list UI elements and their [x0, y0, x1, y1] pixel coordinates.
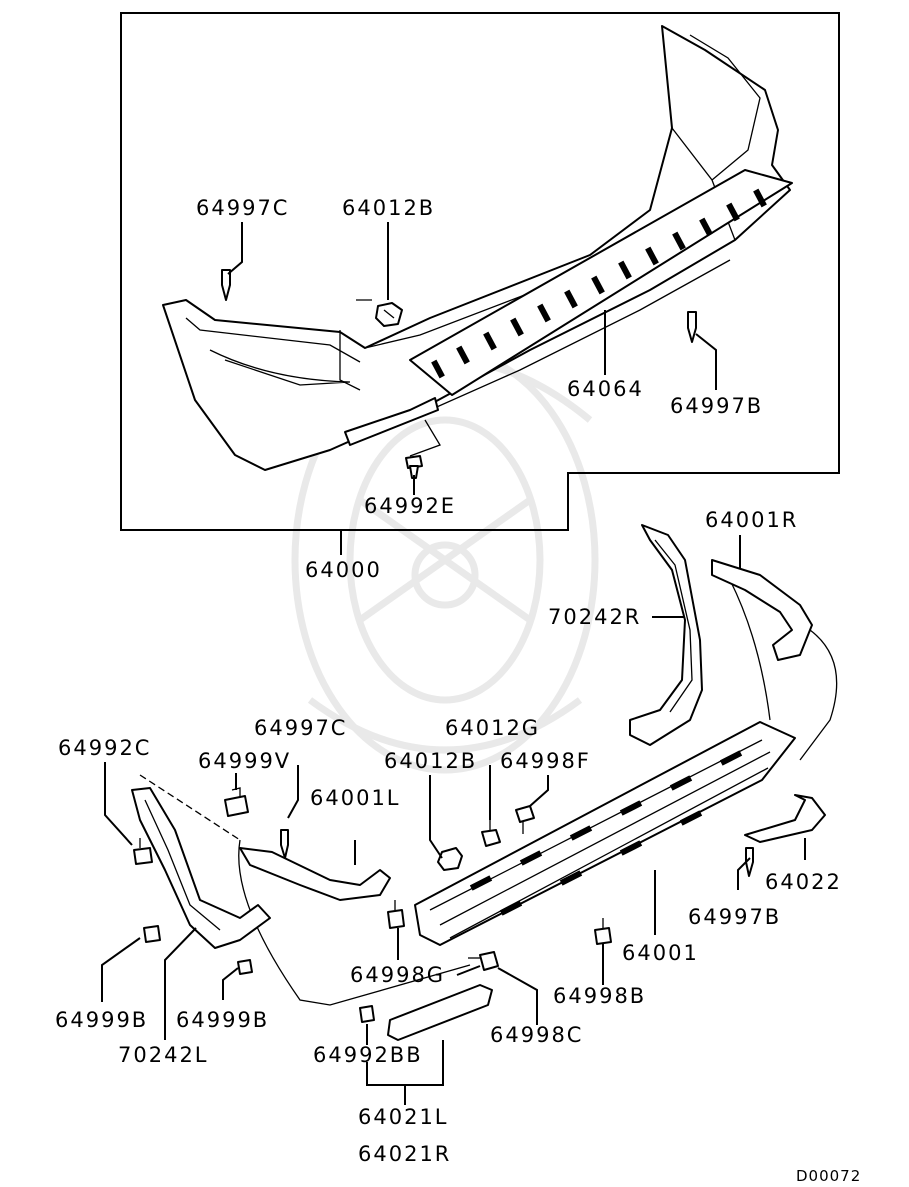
label-64992C[interactable]: 64992C [58, 736, 151, 760]
label-64998B[interactable]: 64998B [553, 984, 646, 1008]
label-64001[interactable]: 64001 [622, 941, 699, 965]
bracket-64001L[interactable] [239, 847, 391, 901]
bracket-70242R[interactable] [629, 524, 703, 746]
top-guide-lines [339, 299, 441, 457]
label-64992E[interactable]: 64992E [364, 494, 456, 518]
screw-64999B-left[interactable] [143, 925, 161, 943]
absorber-64064[interactable] [409, 169, 793, 396]
label-64997B-bottom[interactable]: 64997B [688, 905, 781, 929]
drawing-code: D00072 [796, 1167, 861, 1185]
screw-64999B-right[interactable] [237, 959, 253, 975]
label-64999B-right[interactable]: 64999B [176, 1008, 269, 1032]
screw-64998F[interactable] [515, 805, 535, 834]
label-64021R[interactable]: 64021R [358, 1142, 451, 1166]
lower-trim-top[interactable] [344, 397, 439, 446]
bottom-leader-lines [101, 535, 806, 1105]
label-70242L[interactable]: 70242L [118, 1043, 209, 1067]
label-64998C[interactable]: 64998C [490, 1023, 583, 1047]
label-64999V[interactable]: 64999V [198, 749, 291, 773]
label-64999B-left[interactable]: 64999B [55, 1008, 148, 1032]
label-64012B-bottom[interactable]: 64012B [384, 749, 477, 773]
bumper-fascia-outline [139, 579, 838, 1006]
label-64997B-top[interactable]: 64997B [670, 394, 763, 418]
label-64021L[interactable]: 64021L [358, 1105, 449, 1129]
screw-64992E[interactable] [405, 455, 423, 479]
clip-64997C-top[interactable] [221, 269, 231, 301]
clip-64012B-bottom[interactable] [437, 847, 463, 871]
label-64998G[interactable]: 64998G [350, 963, 445, 987]
clip-64997B-top[interactable] [687, 311, 697, 343]
label-64012G[interactable]: 64012G [445, 716, 540, 740]
label-64000[interactable]: 64000 [305, 558, 382, 582]
top-group-outline [120, 12, 840, 531]
screw-64998B[interactable] [594, 918, 612, 945]
label-64997C-bottom[interactable]: 64997C [254, 716, 347, 740]
screw-64998C[interactable] [468, 951, 499, 971]
nut-64999V[interactable] [224, 787, 249, 817]
label-64064[interactable]: 64064 [567, 377, 644, 401]
garnish-64022[interactable] [744, 794, 826, 843]
bracket-70242L[interactable] [131, 787, 271, 949]
clip-64997B-bottom[interactable] [745, 847, 754, 877]
label-64022[interactable]: 64022 [765, 870, 842, 894]
label-64001R[interactable]: 64001R [705, 508, 798, 532]
screw-64998G[interactable] [387, 900, 405, 929]
bracket-64001R[interactable] [711, 559, 813, 661]
label-64012B-top[interactable]: 64012B [342, 196, 435, 220]
clip-64012G[interactable] [481, 820, 501, 847]
clip-64997C-bottom[interactable] [280, 829, 289, 859]
label-64001L[interactable]: 64001L [310, 786, 401, 810]
absorber-64001[interactable] [414, 721, 796, 946]
label-64997C-top[interactable]: 64997C [196, 196, 289, 220]
label-64998F[interactable]: 64998F [500, 749, 591, 773]
top-leader-lines [227, 222, 717, 555]
label-64992BB[interactable]: 64992BB [313, 1043, 423, 1067]
reflector-64021[interactable] [387, 984, 493, 1041]
screw-64992C[interactable] [133, 838, 153, 865]
label-70242R[interactable]: 70242R [548, 605, 641, 629]
clip-64012B-top[interactable] [375, 302, 403, 327]
screw-64992BB[interactable] [359, 1005, 375, 1023]
